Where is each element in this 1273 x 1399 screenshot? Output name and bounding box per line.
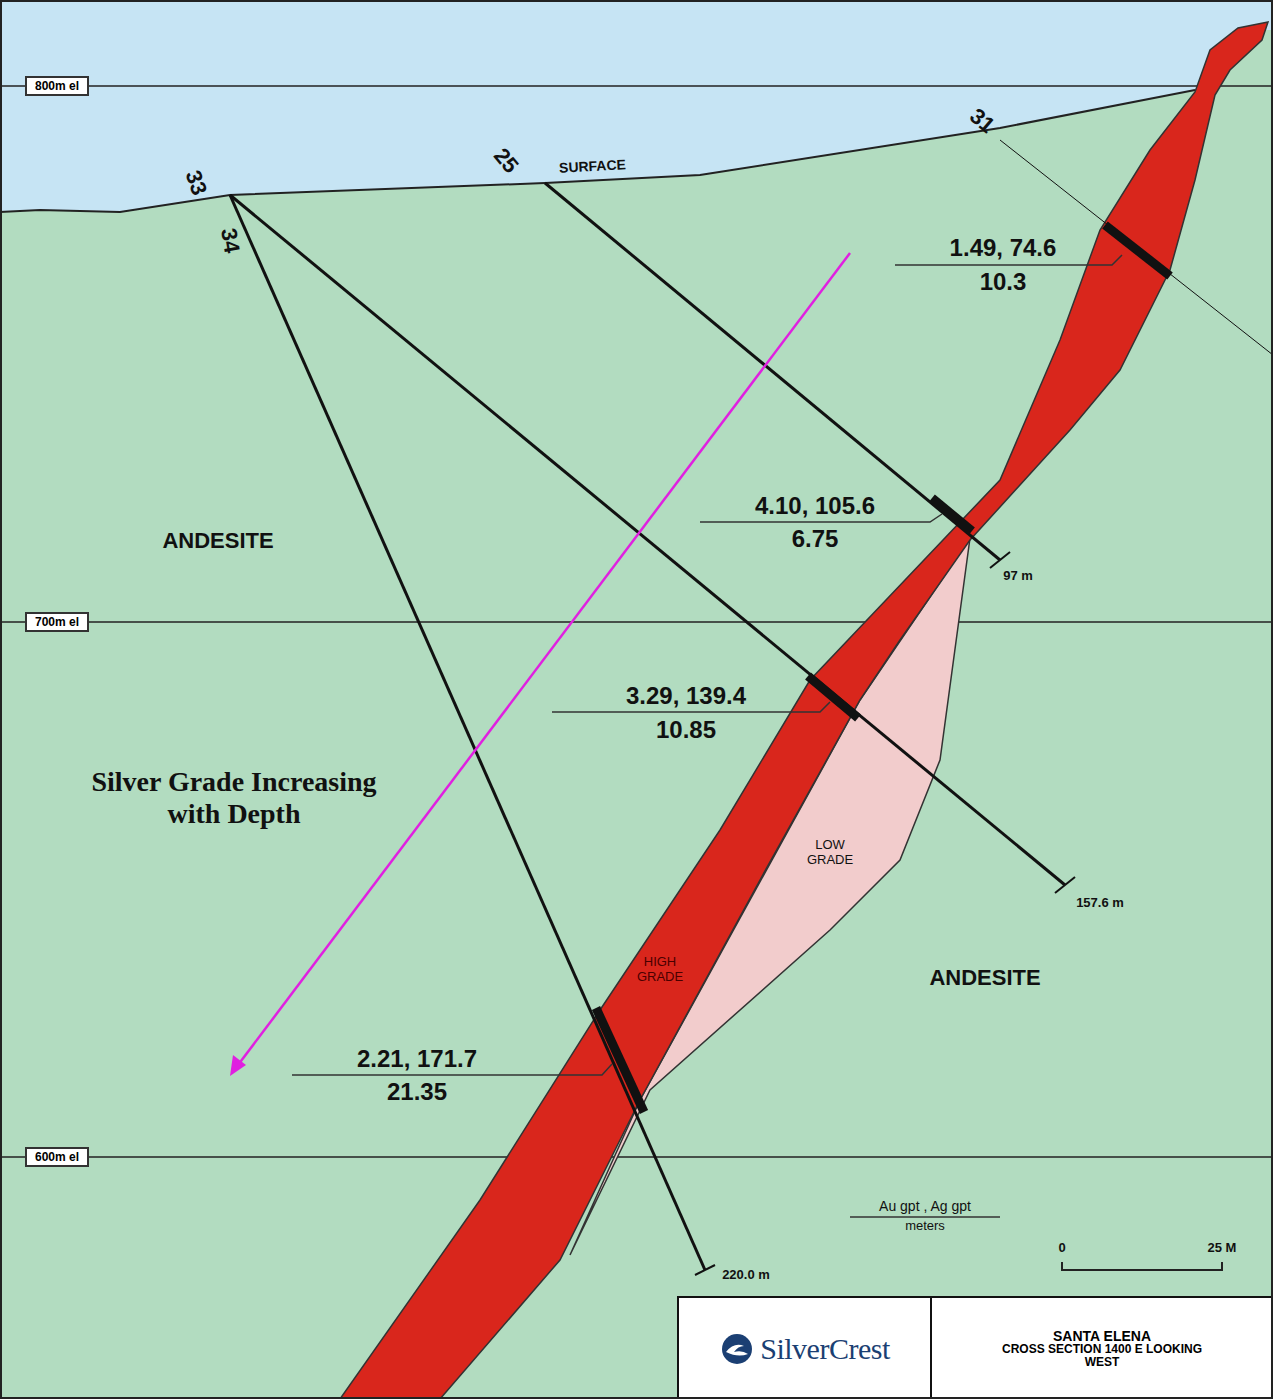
interval-length: 10.3 <box>980 268 1027 296</box>
hole-depth: 97 m <box>1003 569 1033 584</box>
logo-box: SilverCrest <box>680 1299 930 1398</box>
assay-value: 2.21, 171.7 <box>357 1045 477 1073</box>
legend-note: meters <box>905 1219 945 1234</box>
scale-label: 25 M <box>1208 1241 1237 1256</box>
title-divider <box>930 1297 932 1399</box>
elevation-box: 600m el <box>25 1147 89 1167</box>
interval-length: 10.85 <box>656 716 716 744</box>
interval-length: 21.35 <box>387 1078 447 1106</box>
title-heading: SANTA ELENA <box>1053 1329 1151 1344</box>
leader-lines <box>292 255 1122 1217</box>
surface-line <box>0 90 1195 212</box>
high-grade-vein <box>340 22 1268 1399</box>
title-box: SANTA ELENACROSS SECTION 1400 E LOOKING … <box>933 1299 1271 1398</box>
elevation-label: 600m el <box>35 1150 79 1164</box>
scale-bar <box>1062 1262 1222 1271</box>
interval-length: 6.75 <box>792 525 839 553</box>
zone-label: HIGH GRADE <box>630 955 690 985</box>
hole-depth: 157.6 m <box>1076 896 1124 911</box>
rock-label: ANDESITE <box>929 965 1040 990</box>
scale-label: 0 <box>1058 1241 1065 1256</box>
elevation-label: 700m el <box>35 615 79 629</box>
sky <box>0 0 1273 212</box>
drill-holes <box>230 140 1273 1275</box>
title-subheading: CROSS SECTION 1400 E LOOKING WEST <box>992 1343 1212 1368</box>
grade-arrow <box>230 253 850 1076</box>
logo-icon <box>720 1332 754 1366</box>
elevation-label: 800m el <box>35 79 79 93</box>
elevation-box: 800m el <box>25 76 89 96</box>
collar-number: 34 <box>215 226 244 255</box>
logo-text: SilverCrest <box>760 1332 890 1366</box>
assay-value: 4.10, 105.6 <box>755 492 875 520</box>
low-grade-zone <box>570 538 970 1255</box>
assay-value: 3.29, 139.4 <box>626 682 746 710</box>
title-block <box>678 1297 1273 1399</box>
annotation: Silver Grade Increasing with Depth <box>64 766 404 830</box>
elevation-box: 700m el <box>25 612 89 632</box>
zone-label: LOW GRADE <box>800 838 860 868</box>
legend-note: Au gpt , Ag gpt <box>879 1198 971 1214</box>
hole-depth: 220.0 m <box>722 1268 770 1283</box>
intercepts <box>596 225 1170 1112</box>
rock-label: ANDESITE <box>162 528 273 553</box>
assay-value: 1.49, 74.6 <box>950 234 1057 262</box>
